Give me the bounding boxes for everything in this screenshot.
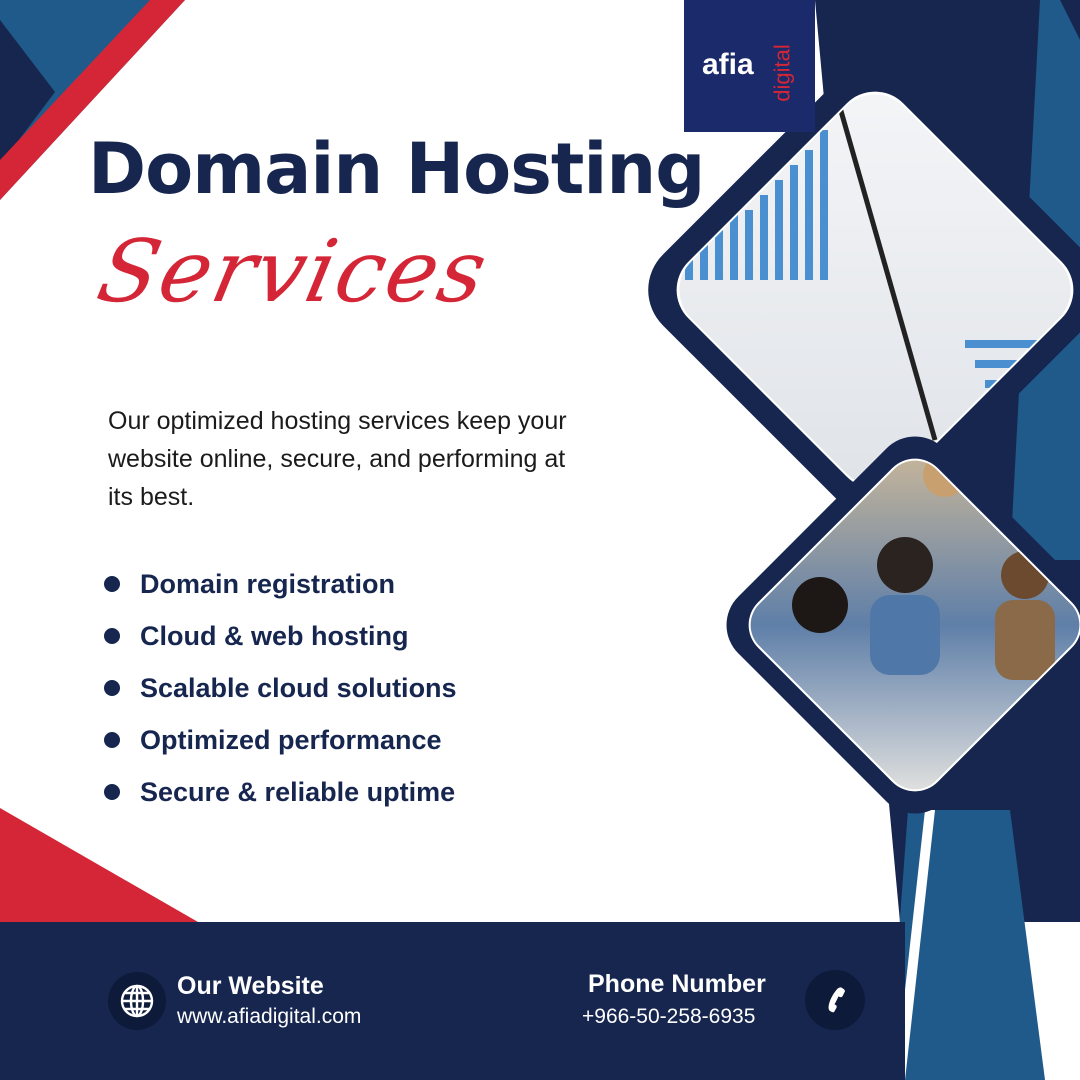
- bullet-icon: [104, 576, 120, 592]
- bullet-icon: [104, 628, 120, 644]
- feature-label: Cloud & web hosting: [140, 620, 409, 651]
- feature-label: Secure & reliable uptime: [140, 776, 456, 807]
- page-title: Domain Hosting: [88, 128, 705, 210]
- phone-icon: [805, 970, 865, 1030]
- brand-logo: afia digital: [684, 0, 815, 132]
- list-item: Scalable cloud solutions: [104, 662, 457, 714]
- brand-sub: digital: [769, 44, 795, 102]
- feature-label: Scalable cloud solutions: [140, 672, 457, 703]
- feature-list: Domain registration Cloud & web hosting …: [104, 558, 457, 818]
- list-item: Domain registration: [104, 558, 457, 610]
- feature-label: Optimized performance: [140, 724, 442, 755]
- description: Our optimized hosting services keep your…: [108, 407, 567, 511]
- brand-name: afia: [702, 48, 754, 81]
- website-label: Our Website: [177, 972, 324, 1000]
- feature-label: Domain registration: [140, 568, 396, 599]
- list-item: Cloud & web hosting: [104, 610, 457, 662]
- bullet-icon: [104, 680, 120, 696]
- bullet-icon: [104, 784, 120, 800]
- list-item: Optimized performance: [104, 714, 457, 766]
- bullet-icon: [104, 732, 120, 748]
- phone-label: Phone Number: [588, 970, 766, 998]
- globe-icon: [108, 972, 166, 1030]
- list-item: Secure & reliable uptime: [104, 766, 457, 818]
- phone-link[interactable]: +966-50-258-6935: [582, 1005, 756, 1028]
- page-subtitle-script: Services: [89, 222, 497, 322]
- website-link[interactable]: www.afiadigital.com: [177, 1005, 362, 1028]
